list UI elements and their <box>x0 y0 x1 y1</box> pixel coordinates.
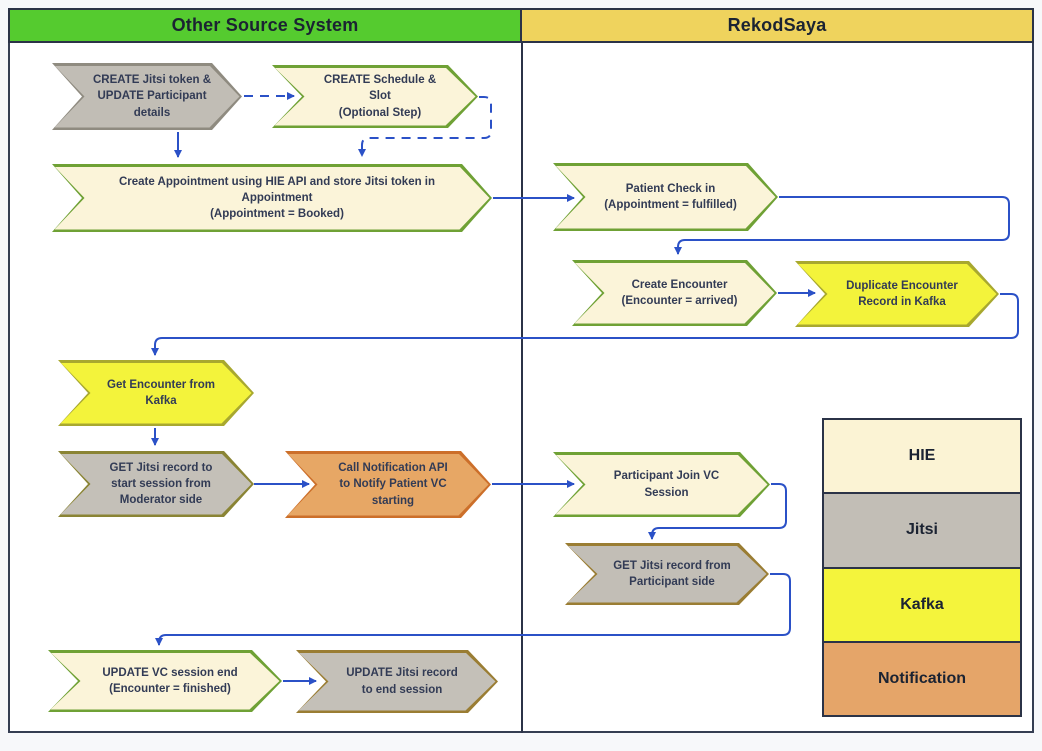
node-label: Patient Check in (Appointment = fulfille… <box>604 182 737 211</box>
lane-header-label: RekodSaya <box>727 15 827 35</box>
lane-divider <box>521 43 523 733</box>
legend-item-kafka: Kafka <box>824 568 1020 643</box>
node-label: CREATE Jitsi token & UPDATE Participant … <box>93 74 211 119</box>
node-create-jitsi-token: CREATE Jitsi token & UPDATE Participant … <box>52 63 242 130</box>
legend-item-jitsi: Jitsi <box>824 494 1020 569</box>
legend-label: Kafka <box>900 595 944 613</box>
node-label: Participant Join VC Session <box>613 470 720 499</box>
node-label: UPDATE Jitsi record to end session <box>346 667 458 696</box>
node-update-vc-session-end: UPDATE VC session end (Encounter = finis… <box>48 650 282 712</box>
node-label: Create Encounter (Encounter = arrived) <box>621 278 738 307</box>
node-label: UPDATE VC session end (Encounter = finis… <box>102 666 238 695</box>
node-patient-check-in: Patient Check in (Appointment = fulfille… <box>553 163 778 231</box>
node-label: Duplicate Encounter Record in Kafka <box>846 279 958 308</box>
legend: HIE Jitsi Kafka Notification <box>822 418 1022 717</box>
legend-label: Notification <box>878 669 966 687</box>
node-label: Call Notification API to Notify Patient … <box>338 462 448 507</box>
node-label: Create Appointment using HIE API and sto… <box>118 175 436 221</box>
node-label: GET Jitsi record to start session from M… <box>109 461 213 507</box>
node-get-encounter-from-kafka: Get Encounter from Kafka <box>58 360 254 426</box>
node-create-schedule-slot: CREATE Schedule & Slot (Optional Step) <box>272 65 478 128</box>
legend-item-notification: Notification <box>824 642 1020 715</box>
legend-item-hie: HIE <box>824 420 1020 495</box>
node-create-encounter: Create Encounter (Encounter = arrived) <box>572 260 777 326</box>
node-get-jitsi-record-moderator: GET Jitsi record to start session from M… <box>58 451 254 517</box>
node-update-jitsi-end-session: UPDATE Jitsi record to end session <box>296 650 498 713</box>
node-label: Get Encounter from Kafka <box>107 378 215 407</box>
node-duplicate-encounter-kafka: Duplicate Encounter Record in Kafka <box>795 261 999 327</box>
lane-header-other-source-system: Other Source System <box>8 8 522 43</box>
legend-label: HIE <box>908 447 936 465</box>
node-create-appointment: Create Appointment using HIE API and sto… <box>52 164 492 232</box>
node-get-jitsi-record-participant: GET Jitsi record from Participant side <box>565 543 769 605</box>
legend-label: Jitsi <box>905 521 938 539</box>
node-label: CREATE Schedule & Slot (Optional Step) <box>323 74 437 119</box>
node-call-notification-api: Call Notification API to Notify Patient … <box>285 451 491 518</box>
lane-header-label: Other Source System <box>171 15 359 35</box>
lane-header-rekodsaya: RekodSaya <box>520 8 1034 43</box>
node-label: GET Jitsi record from Participant side <box>613 559 731 588</box>
node-participant-join-vc: Participant Join VC Session <box>553 452 770 517</box>
